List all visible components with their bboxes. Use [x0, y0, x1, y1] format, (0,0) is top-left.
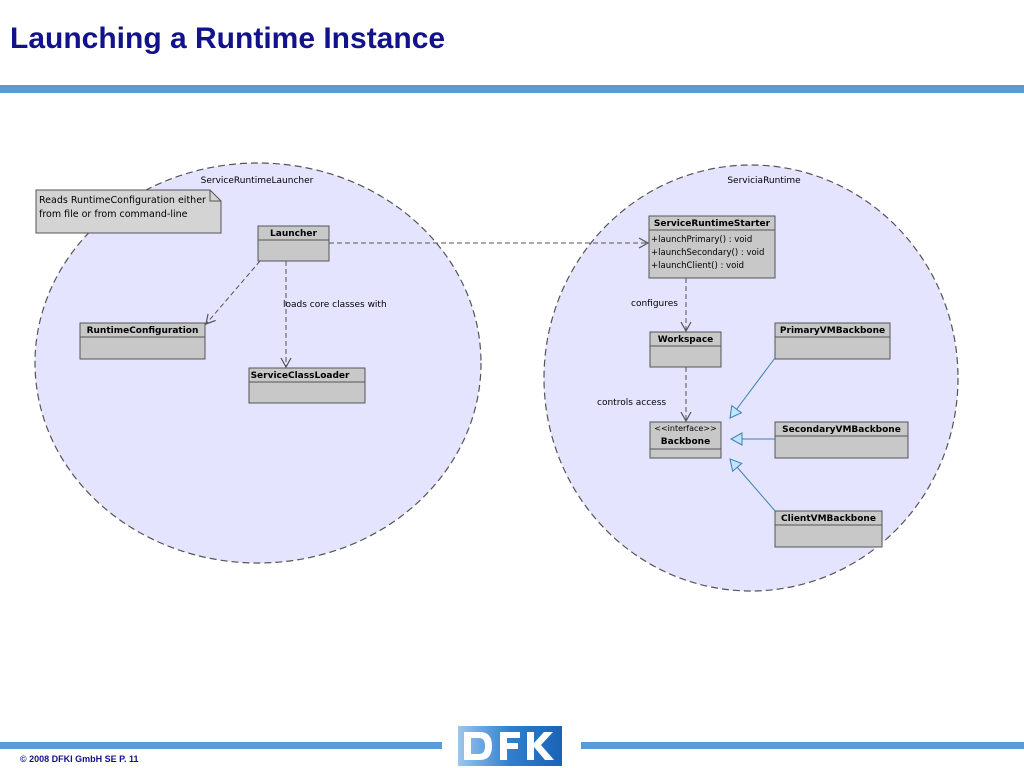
class-name-runtime-configuration: RuntimeConfiguration	[87, 326, 199, 336]
class-name-secondary-vm-backbone: SecondaryVMBackbone	[782, 425, 901, 435]
class-name-client-vm-backbone: ClientVMBackbone	[781, 514, 876, 524]
operation-launch-primary: +launchPrimary() : void	[651, 235, 752, 245]
class-client-vm-backbone: ClientVMBackbone	[774, 510, 883, 548]
class-name-launcher: Launcher	[270, 229, 317, 239]
package-service-runtime-launcher	[34, 162, 482, 564]
operation-launch-client: +launchClient() : void	[651, 261, 744, 271]
title-rule	[0, 85, 1024, 93]
class-workspace: Workspace	[649, 331, 722, 368]
class-name-backbone: Backbone	[661, 437, 710, 447]
dependency-launcher-to-runtime-configuration	[205, 260, 261, 325]
package-servicia-runtime	[543, 164, 959, 592]
edge-label-loads: loads core classes with	[283, 300, 387, 310]
class-name-service-class-loader: ServiceClassLoader	[251, 371, 350, 381]
operation-launch-secondary: +launchSecondary() : void	[651, 248, 764, 258]
note-line-1: Reads RuntimeConfiguration either	[39, 195, 206, 206]
class-name-service-runtime-starter: ServiceRuntimeStarter	[654, 219, 771, 229]
package-label-runtime: ServiciaRuntime	[727, 176, 801, 186]
realization-primary-to-backbone	[729, 357, 776, 419]
slide-title: Launching a Runtime Instance	[10, 22, 446, 55]
class-service-runtime-starter: ServiceRuntimeStarter +launchPrimary() :…	[648, 215, 776, 279]
realization-client-to-backbone	[729, 458, 777, 513]
class-service-class-loader: ServiceClassLoader	[248, 367, 366, 404]
package-label-launcher: ServiceRuntimeLauncher	[201, 176, 314, 186]
uml-diagram: ServiceRuntimeLauncher ServiciaRuntime R…	[34, 162, 959, 592]
note-line-2: from file or from command-line	[39, 209, 188, 220]
backbone-stereotype: <<interface>>	[654, 424, 717, 433]
class-name-workspace: Workspace	[658, 335, 714, 345]
dfki-logo	[458, 726, 562, 766]
class-primary-vm-backbone: PrimaryVMBackbone	[774, 322, 891, 360]
class-secondary-vm-backbone: SecondaryVMBackbone	[774, 421, 909, 459]
footer-rule-right	[581, 742, 1024, 749]
footer-copyright: © 2008 DFKI GmbH SE P. 11	[20, 754, 139, 764]
class-backbone: <<interface>> Backbone	[649, 421, 722, 459]
edge-label-controls: controls access	[597, 398, 666, 408]
class-launcher: Launcher	[257, 225, 330, 262]
footer-rule-left	[0, 742, 442, 749]
class-runtime-configuration: RuntimeConfiguration	[79, 322, 206, 360]
note: Reads RuntimeConfiguration either from f…	[35, 189, 222, 234]
edge-label-configures: configures	[631, 299, 678, 309]
class-name-primary-vm-backbone: PrimaryVMBackbone	[780, 326, 885, 336]
